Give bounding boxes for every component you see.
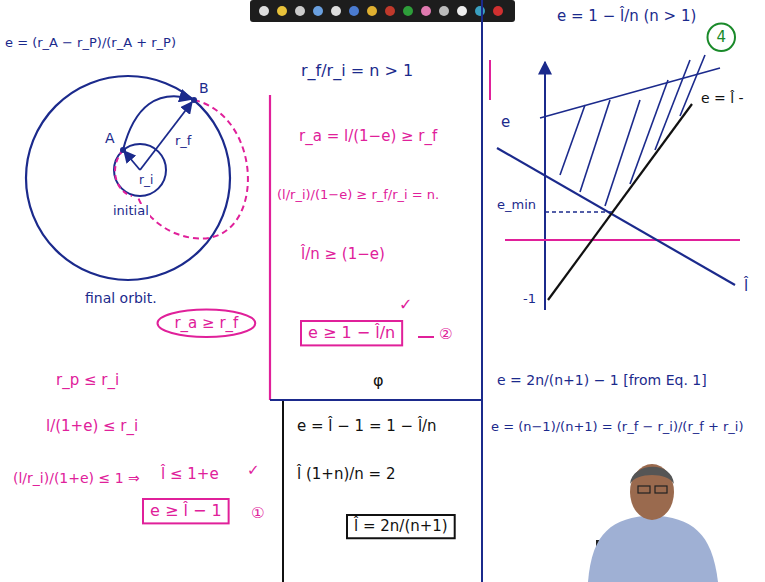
outline-shape bbox=[347, 515, 455, 538]
handwritten-note: l̂/n ≥ (1−e) bbox=[300, 246, 386, 263]
boxed-expression: e ≥ 1 − l̂/n bbox=[300, 320, 403, 346]
node-text: r_a ≥ r_f bbox=[174, 315, 238, 332]
circled-expression: r_a ≥ r_f bbox=[156, 308, 257, 338]
handwritten-note: (l/r_i)/(1−e) ≥ r_f/r_i = n. bbox=[276, 188, 440, 203]
handwritten-note: B bbox=[198, 80, 210, 96]
handwritten-note: -1 bbox=[522, 292, 537, 307]
outline-shape bbox=[143, 499, 229, 523]
handwritten-note: e bbox=[500, 114, 511, 131]
node-text: l̂ = 2n/(n+1) bbox=[354, 518, 448, 535]
node-text: 4 bbox=[716, 29, 726, 46]
handwritten-note: r_i bbox=[138, 174, 154, 188]
handwritten-note: final orbit. bbox=[84, 290, 158, 306]
toolbar bbox=[250, 0, 515, 22]
handwritten-note: l̂ ≤ 1+e bbox=[160, 466, 220, 483]
dividers bbox=[270, 0, 490, 582]
boxed-expression: e ≥ l̂ − 1 bbox=[142, 498, 230, 524]
handwritten-note: e = (n−1)/(n+1) = (r_f − r_i)/(r_f + r_i… bbox=[490, 420, 754, 435]
handwritten-note: r_p ≤ r_i bbox=[55, 372, 120, 389]
handwritten-note: e = 2n/(n+1) − 1 [from Eq. 1] bbox=[496, 372, 708, 388]
handwritten-note: (l/r_i)/(1+e) ≤ 1 ⇒ bbox=[12, 470, 141, 486]
handwritten-note: r_f/r_i = n > 1 bbox=[300, 62, 414, 80]
handwritten-note: l̂ (1+n)/n = 2 bbox=[296, 466, 396, 483]
handwritten-note: ② bbox=[438, 326, 453, 343]
handwritten-note: A bbox=[104, 130, 116, 146]
orbit-sketch bbox=[26, 76, 248, 280]
handwritten-note: ✓ bbox=[246, 462, 261, 479]
handwritten-note: e = 1 − l̂/n (n > 1) bbox=[556, 8, 697, 25]
outline-shape bbox=[158, 310, 256, 337]
outline-shape bbox=[708, 24, 735, 51]
outline-shape bbox=[301, 321, 402, 345]
circled-expression: 4 bbox=[706, 22, 736, 52]
node-text: e ≥ l̂ − 1 bbox=[150, 502, 222, 520]
handwritten-note: r_a = l/(1−e) ≥ r_f bbox=[298, 128, 438, 145]
handwritten-note: φ bbox=[372, 372, 385, 390]
handwritten-note: l̂ bbox=[743, 278, 749, 295]
handwritten-note: e = (r_A − r_P)/(r_A + r_P) bbox=[4, 36, 177, 51]
handwritten-note: initial bbox=[112, 204, 150, 219]
handwritten-note: ① bbox=[250, 505, 265, 522]
lecturer bbox=[588, 464, 718, 582]
handwritten-note: l/(1+e) ≤ r_i bbox=[45, 418, 139, 435]
boxed-expression: l̂ = 2n/(n+1) bbox=[346, 514, 456, 539]
handwritten-note: r_f bbox=[174, 134, 192, 149]
handwritten-note: e = l̂ − 1 = 1 − l̂/n bbox=[296, 418, 438, 435]
handwritten-note: e = l̂ - bbox=[700, 90, 745, 106]
node-text: e ≥ 1 − l̂/n bbox=[308, 324, 395, 342]
handwritten-note: ✓ bbox=[398, 296, 413, 314]
handwritten-note: e_min bbox=[496, 198, 537, 213]
